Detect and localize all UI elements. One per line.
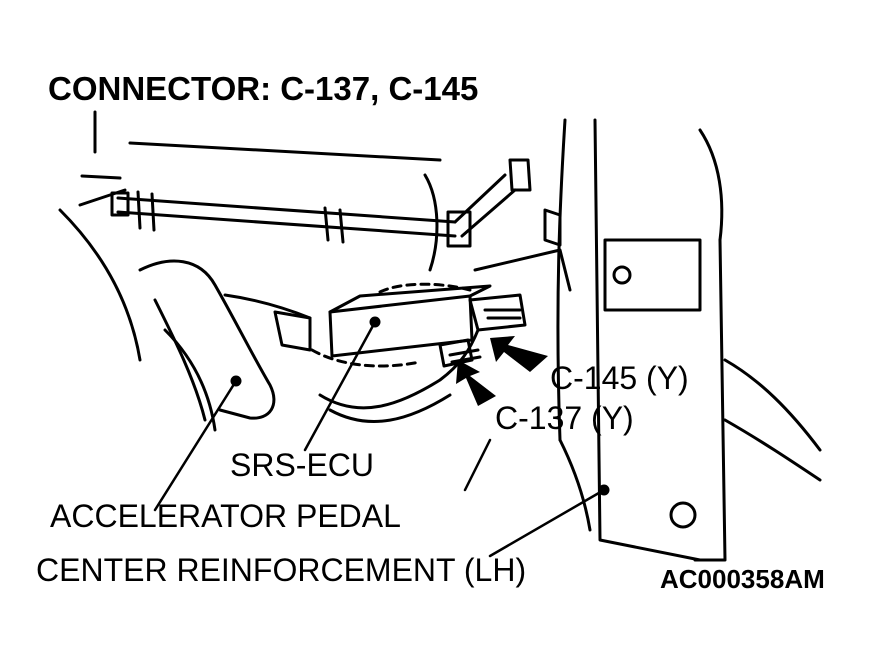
- page-title: CONNECTOR: C-137, C-145: [48, 70, 479, 107]
- accelerator-pedal-leader: [153, 379, 238, 512]
- center-reinforcement-leader: [488, 488, 606, 558]
- accelerator-pedal-label: ACCELERATOR PEDAL: [50, 498, 401, 534]
- figure-code: AC000358AM: [660, 564, 825, 594]
- srs-ecu-label: SRS-ECU: [230, 447, 375, 483]
- cross-tube: [110, 158, 532, 248]
- center-reinforcement-shape: [543, 118, 822, 562]
- center-reinforcement-label: CENTER REINFORCEMENT (LH): [36, 552, 527, 588]
- dashboard-outline: [58, 110, 442, 362]
- connector-arrows: [456, 336, 548, 406]
- c145-arrow-icon: [490, 336, 548, 372]
- connector-c145-label: C-145 (Y): [550, 360, 689, 396]
- srs-ecu-leader: [303, 320, 377, 452]
- c137-arrow-icon: [456, 360, 496, 406]
- wiring-harness: [318, 248, 572, 423]
- c137-leader: [463, 438, 492, 492]
- connector-c137-label: C-137 (Y): [495, 400, 634, 436]
- leader-lines: [153, 320, 606, 558]
